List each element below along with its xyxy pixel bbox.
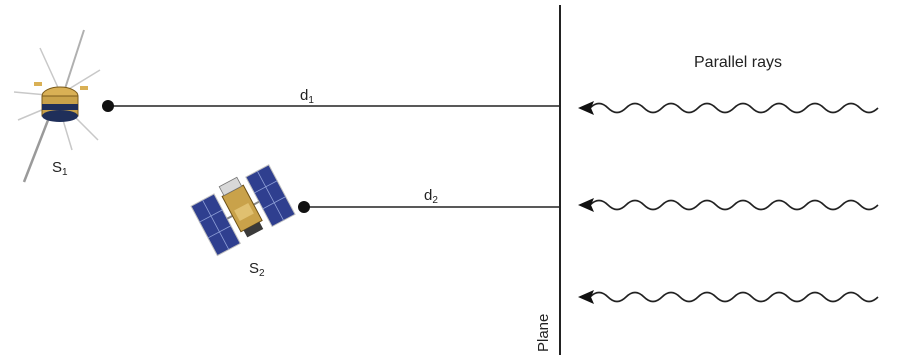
ray-2 xyxy=(589,199,879,211)
satellite-1-label: S1 xyxy=(52,159,68,178)
distance-label-d2: d2 xyxy=(424,187,438,206)
ray-3-arrowhead-icon xyxy=(578,290,594,304)
satellite-2-label: S2 xyxy=(249,260,265,279)
plane-label: Plane xyxy=(535,314,552,352)
ray-2-arrowhead-icon xyxy=(578,198,594,212)
ray-1 xyxy=(589,102,879,114)
rays-label: Parallel rays xyxy=(694,54,782,71)
satellite-1-point xyxy=(102,100,114,112)
distance-label-d1: d1 xyxy=(300,87,314,106)
ray-3 xyxy=(589,291,879,303)
satellite-2-icon xyxy=(190,164,296,257)
ray-1-arrowhead-icon xyxy=(578,101,594,115)
satellite-2-point xyxy=(298,201,310,213)
satellite-1-icon xyxy=(13,29,101,183)
